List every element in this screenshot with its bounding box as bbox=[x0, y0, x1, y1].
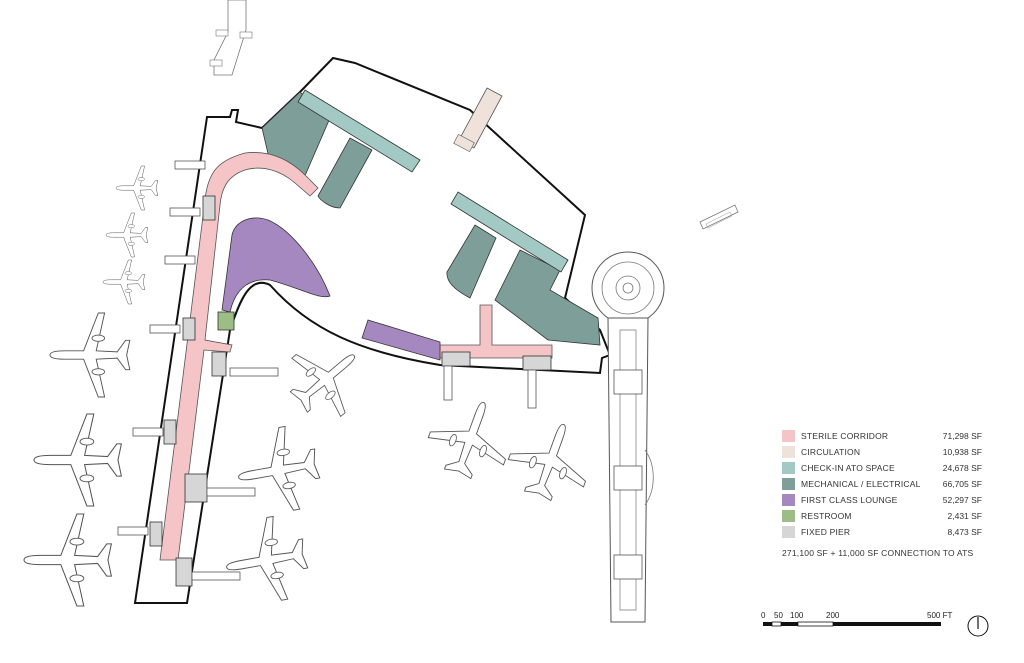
legend-total: 271,100 SF + 11,000 SF CONNECTION TO ATS bbox=[782, 548, 974, 558]
legend-label: MECHANICAL / ELECTRICAL bbox=[801, 479, 921, 489]
legend-label: STERILE CORRIDOR bbox=[801, 431, 889, 441]
legend-label: FIRST CLASS LOUNGE bbox=[801, 495, 898, 505]
swatch-sterile-corridor bbox=[782, 430, 795, 442]
mechanical-areas bbox=[261, 91, 601, 346]
scale-label-0: 0 bbox=[761, 611, 766, 620]
legend: STERILE CORRIDOR 71,298 SF CIRCULATION 1… bbox=[782, 428, 982, 558]
swatch-fixed-pier bbox=[782, 526, 795, 538]
sterile-corridor bbox=[159, 152, 319, 561]
legend-item-sterile-corridor: STERILE CORRIDOR 71,298 SF bbox=[782, 428, 982, 444]
legend-area: 52,297 SF bbox=[942, 495, 982, 505]
legend-label: RESTROOM bbox=[801, 511, 852, 521]
scale-label-50: 50 bbox=[774, 611, 783, 620]
scale-label-200: 200 bbox=[826, 611, 840, 620]
scale-bar: 0 50 100 200 500 FT bbox=[761, 611, 952, 627]
circulation-corridor bbox=[458, 87, 503, 149]
swatch-first-class bbox=[782, 494, 795, 506]
legend-label: CIRCULATION bbox=[801, 447, 861, 457]
scale-label-500: 500 FT bbox=[927, 611, 952, 620]
first-class-lounge-west bbox=[221, 217, 331, 313]
fixed-piers bbox=[149, 195, 552, 587]
legend-item-restroom: RESTROOM 2,431 SF bbox=[782, 508, 982, 524]
legend-area: 2,431 SF bbox=[947, 511, 983, 521]
swatch-mechanical bbox=[782, 478, 795, 490]
legend-area: 8,473 SF bbox=[947, 527, 983, 537]
swatch-circulation bbox=[782, 446, 795, 458]
north-arrow-icon bbox=[967, 615, 989, 637]
legend-label: FIXED PIER bbox=[801, 527, 851, 537]
scale-label-100: 100 bbox=[790, 611, 804, 620]
ats-station bbox=[591, 251, 665, 623]
swatch-checkin-ato bbox=[782, 462, 795, 474]
legend-area: 10,938 SF bbox=[942, 447, 982, 457]
legend-item-fixed-pier: FIXED PIER 8,473 SF bbox=[782, 524, 982, 540]
legend-item-first-class: FIRST CLASS LOUNGE 52,297 SF bbox=[782, 492, 982, 508]
checkin-ato-areas bbox=[297, 89, 569, 273]
first-class-lounge-east bbox=[361, 319, 441, 361]
legend-item-mechanical: MECHANICAL / ELECTRICAL 66,705 SF bbox=[782, 476, 982, 492]
restroom bbox=[217, 311, 235, 331]
east-connector bbox=[699, 204, 739, 230]
legend-area: 66,705 SF bbox=[942, 479, 982, 489]
legend-area: 71,298 SF bbox=[942, 431, 982, 441]
jet-bridges bbox=[117, 160, 537, 581]
legend-area: 24,678 SF bbox=[942, 463, 982, 473]
north-connector bbox=[209, 0, 253, 76]
legend-item-checkin-ato: CHECK-IN ATO SPACE 24,678 SF bbox=[782, 460, 982, 476]
legend-item-circulation: CIRCULATION 10,938 SF bbox=[782, 444, 982, 460]
legend-label: CHECK-IN ATO SPACE bbox=[801, 463, 895, 473]
swatch-restroom bbox=[782, 510, 795, 522]
